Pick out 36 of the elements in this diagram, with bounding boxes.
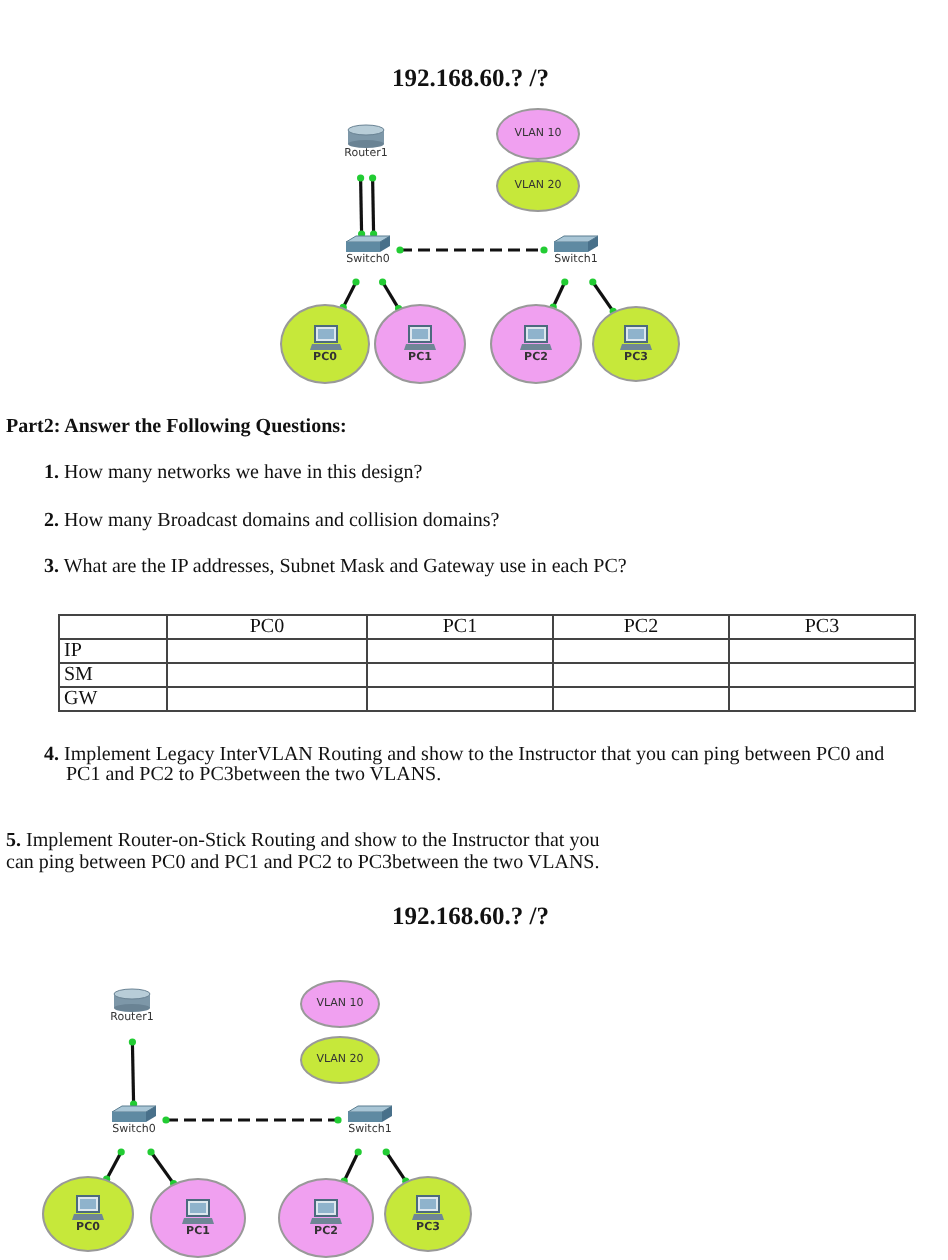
question-text: 2. How many Broadcast domains and collision domains? [44,510,500,532]
network-link [103,1148,125,1183]
network-link [339,278,360,311]
row-header: IP [64,640,82,662]
column-header: PC0 [249,616,285,638]
network-link [128,1038,138,1108]
network-link [357,174,366,238]
row-header: SM [64,664,93,686]
row-header: GW [64,688,98,710]
pc-ellipse [42,1176,134,1252]
pc-ellipse [150,1178,246,1258]
pc-ellipse [278,1178,374,1258]
question-text: 3. What are the IP addresses, Subnet Mask and Gateway use in each PC? [44,556,627,578]
network-link [589,278,617,315]
network-link [379,278,403,313]
network-link [162,1116,342,1124]
column-header: PC3 [804,616,840,638]
network-link [147,1148,178,1188]
network-link [382,1148,410,1185]
network-link [396,246,548,254]
network-link [369,174,378,238]
network-address-heading: 192.168.60.? /? [392,902,549,932]
pc-ellipse [374,304,466,384]
network-link [340,1148,362,1185]
pc-ellipse [490,304,582,384]
question-text: 1. How many networks we have in this design? [44,462,423,484]
network-link [549,278,569,311]
column-header: PC2 [623,616,659,638]
pc-ellipse [384,1176,472,1252]
section-heading: Part2: Answer the Following Questions: [6,416,347,438]
question-text: 4. Implement Legacy InterVLAN Routing and show to the Instructor that you can ping between PC0 and PC1 and PC2 to PC3between the two VLANS. [44,746,887,784]
pc-ellipse [592,306,680,382]
question-text: 5. Implement Router-on-Stick Routing and show to the Instructor that you can ping between PC0 and PC1 and PC2 to PC3between the two VLANS. [6,830,602,874]
diagram-title: 192.168.60.? /? [392,64,549,94]
pc-ellipse [280,304,370,384]
column-header: PC1 [442,616,478,638]
